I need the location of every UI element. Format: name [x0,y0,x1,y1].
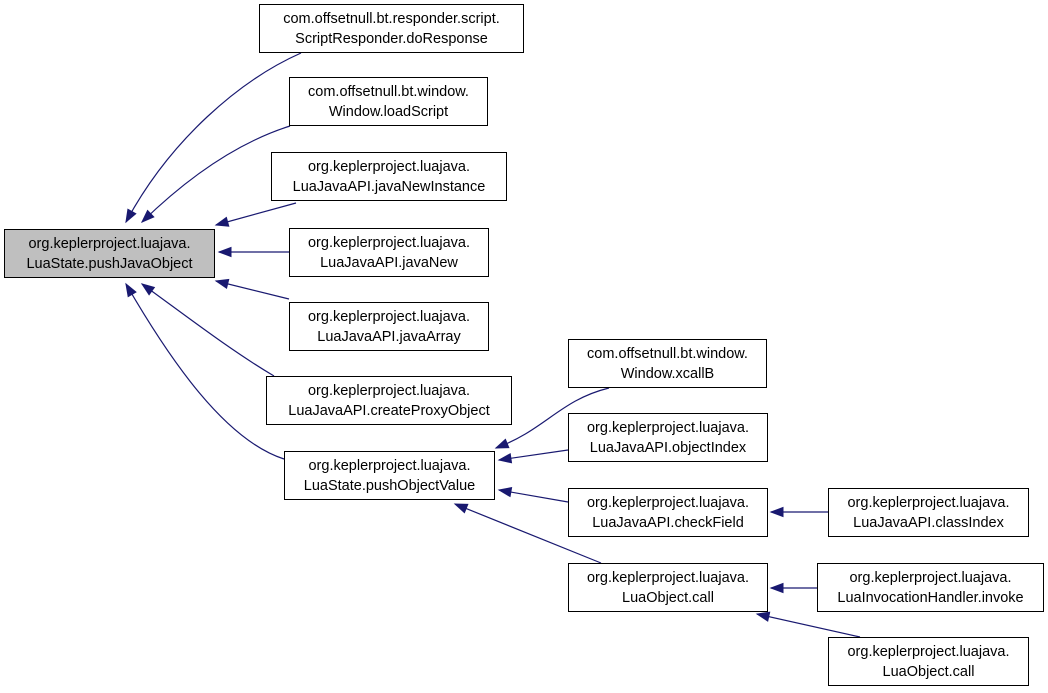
arrowhead-icon [217,246,232,258]
node-label-line1: com.offsetnull.bt.responder.script. [283,10,500,27]
node-label-line2: Window.xcallB [620,365,715,382]
node-window-xcallb[interactable]: com.offsetnull.bt.window. Window.xcallB [568,339,767,388]
arrowhead-icon [755,611,771,622]
node-luastate-pushjavaobject: org.keplerproject.luajava. LuaState.push… [4,229,215,278]
node-label-line1: org.keplerproject.luajava. [308,457,471,474]
node-label-line2: Window.loadScript [328,103,449,120]
node-luajavaapi-javaarray[interactable]: org.keplerproject.luajava. LuaJavaAPI.ja… [289,302,489,351]
arrowhead-icon [769,582,784,594]
node-label-line1: org.keplerproject.luajava. [586,494,749,511]
arrowhead-icon [214,216,230,227]
arrowhead-icon [140,283,156,296]
arrowhead-icon [214,278,230,290]
node-label-line2: LuaObject.call [622,589,714,606]
node-luajavaapi-objectindex[interactable]: org.keplerproject.luajava. LuaJavaAPI.ob… [568,413,768,462]
edge-luaObjectCall2-to-luaObjectCall [756,613,861,638]
node-label-line2: LuaJavaAPI.classIndex [853,514,1004,531]
node-window-loadscript[interactable]: com.offsetnull.bt.window. Window.loadScr… [289,77,488,126]
node-label-line1: org.keplerproject.luajava. [849,569,1012,586]
arrowhead-icon [497,486,513,498]
node-label-line1: com.offsetnull.bt.window. [587,345,748,362]
node-label-line2: LuaJavaAPI.javaArray [317,328,461,345]
node-label-line1: org.keplerproject.luajava. [307,234,470,251]
node-label-line2: LuaJavaAPI.createProxyObject [288,402,490,419]
edge-javaNewInstance-to-root [215,202,297,226]
edge-doResponse-to-root [125,52,302,223]
arrowhead-icon [125,208,137,224]
node-label-line1: org.keplerproject.luajava. [586,419,749,436]
node-label-line2: LuaState.pushObjectValue [303,477,476,494]
node-label-line1: com.offsetnull.bt.window. [308,83,469,100]
node-label-line2: LuaInvocationHandler.invoke [837,589,1024,606]
node-luajavaapi-checkfield[interactable]: org.keplerproject.luajava. LuaJavaAPI.ch… [568,488,768,537]
node-luaobject-call[interactable]: org.keplerproject.luajava. LuaObject.cal… [568,563,768,612]
arrowhead-icon [140,209,155,223]
node-label-line1: org.keplerproject.luajava. [307,308,470,325]
node-label-line1: org.keplerproject.luajava. [847,643,1010,660]
arrowhead-icon [497,453,513,464]
node-scriptresponder-doresponse[interactable]: com.offsetnull.bt.responder.script. Scri… [259,4,524,53]
node-label-line2: LuaJavaAPI.checkField [592,514,744,531]
edge-loadScript-to-root [141,125,291,223]
node-luastate-pushobjectvalue[interactable]: org.keplerproject.luajava. LuaState.push… [284,451,495,500]
node-luajavaapi-javanewinstance[interactable]: org.keplerproject.luajava. LuaJavaAPI.ja… [271,152,507,201]
node-label-line2: LuaObject.call [882,663,975,680]
arrowhead-icon [769,506,784,518]
node-label-line1: org.keplerproject.luajava. [28,235,191,252]
node-label-line1: org.keplerproject.luajava. [307,382,470,399]
node-luajavaapi-javanew[interactable]: org.keplerproject.luajava. LuaJavaAPI.ja… [289,228,489,277]
arrowhead-icon [453,503,469,514]
node-luainvocationhandler-invoke[interactable]: org.keplerproject.luajava. LuaInvocation… [817,563,1044,612]
node-luajavaapi-classindex[interactable]: org.keplerproject.luajava. LuaJavaAPI.cl… [828,488,1029,537]
node-label-line2: ScriptResponder.doResponse [295,30,488,47]
arrowhead-icon [125,282,137,298]
edge-luaObjectCall-to-pushObjectValue [454,503,602,564]
node-label-line2: LuaJavaAPI.javaNew [320,254,458,271]
edge-pushObjectValue-to-root [125,283,285,460]
node-luaobject-call-2[interactable]: org.keplerproject.luajava. LuaObject.cal… [828,637,1029,686]
edge-javaArray-to-root [215,280,290,300]
edge-createProxyObject-to-root [141,283,275,377]
arrowhead-icon [494,438,510,449]
node-label-line2: LuaJavaAPI.javaNewInstance [292,178,486,195]
node-label-line2: LuaJavaAPI.objectIndex [589,439,747,456]
node-label-line2: LuaState.pushJavaObject [26,255,193,272]
node-luajavaapi-createproxyobject[interactable]: org.keplerproject.luajava. LuaJavaAPI.cr… [266,376,512,425]
edge-xcallB-to-pushObjectValue [495,387,610,449]
node-label-line1: org.keplerproject.luajava. [586,569,749,586]
node-label-line1: org.keplerproject.luajava. [847,494,1010,511]
node-label-line1: org.keplerproject.luajava. [307,158,470,175]
